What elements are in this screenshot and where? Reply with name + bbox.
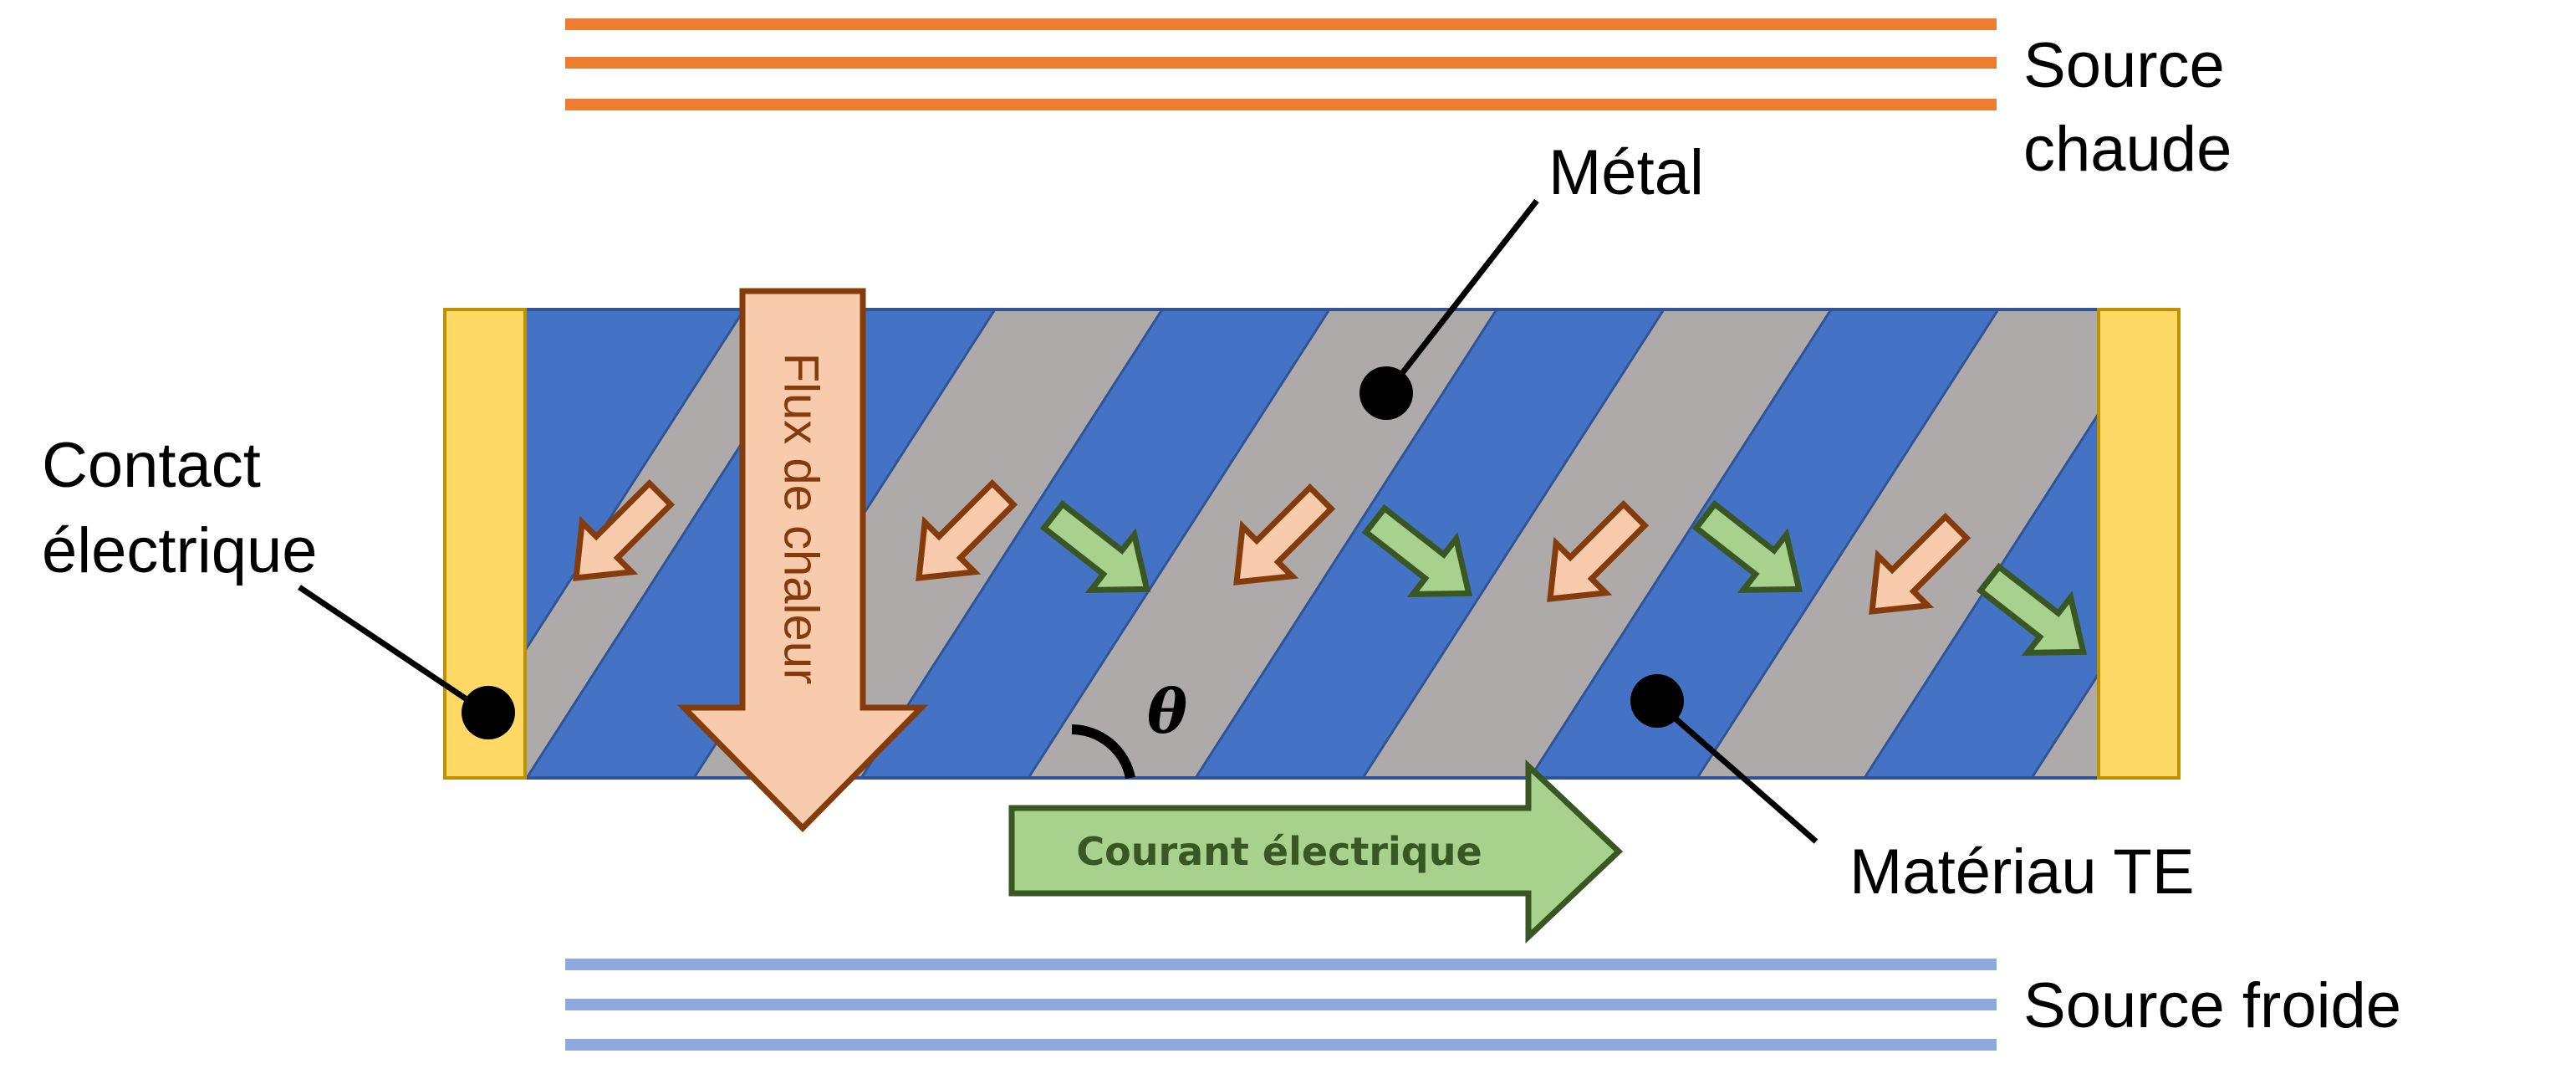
current-arrow-shape <box>1008 759 1624 944</box>
small-current-arrow <box>1976 562 2088 657</box>
contact-pointer-dot <box>462 686 515 739</box>
small-current-arrow <box>1691 499 1803 594</box>
cold-source-line-2 <box>565 999 1997 1010</box>
te-material-label: Matériau TE <box>1849 836 2195 908</box>
heat-flux-arrow: Flux de chaleur <box>676 288 929 832</box>
hot-source-line-3 <box>565 99 1997 110</box>
small-current-arrow <box>1039 499 1151 594</box>
small-heat-arrow <box>1547 499 1650 602</box>
te-pointer-dot <box>1630 674 1684 728</box>
metal-stripe <box>2030 671 2099 778</box>
angle-arc <box>1071 724 1135 780</box>
cold-source-line-3 <box>565 1039 1997 1051</box>
metal-stripe <box>1696 309 2099 778</box>
small-current-arrow <box>1361 504 1473 598</box>
heat-flux-arrow-shape <box>676 288 929 832</box>
small-heat-arrows <box>573 478 1972 615</box>
cold-source-lines <box>565 959 1997 1051</box>
metal-pointer-dot <box>1359 366 1413 420</box>
hot-source-label-line1: Source <box>2023 30 2225 101</box>
hot-source-line-2 <box>565 57 1997 69</box>
current-label: Courant électrique <box>1076 829 1482 874</box>
metal-pointer-line <box>1385 198 1539 394</box>
hot-source-line-1 <box>565 18 1997 30</box>
contact-label-line1: Contact <box>42 430 261 501</box>
hot-source-lines <box>565 18 1997 110</box>
small-heat-arrow <box>1869 512 1972 615</box>
metal-label: Métal <box>1548 137 1704 208</box>
right-contact <box>2097 308 2181 780</box>
cold-source-label: Source froide <box>2023 970 2401 1041</box>
heat-flux-label: Flux de chaleur <box>774 353 829 685</box>
contact-label-line2: électrique <box>42 515 318 586</box>
hot-source-label-line2: chaude <box>2023 114 2232 185</box>
angle-theta-label: θ <box>1147 676 1187 747</box>
small-heat-arrow <box>1233 483 1336 586</box>
cold-source-line-1 <box>565 959 1997 970</box>
contact-pointer-line <box>298 585 488 715</box>
te-pointer-line <box>1655 700 1819 844</box>
small-heat-arrow <box>573 478 676 581</box>
current-arrow: Courant électrique <box>1008 759 1624 944</box>
small-heat-arrow <box>916 478 1018 581</box>
small-current-arrows <box>1039 499 2088 657</box>
